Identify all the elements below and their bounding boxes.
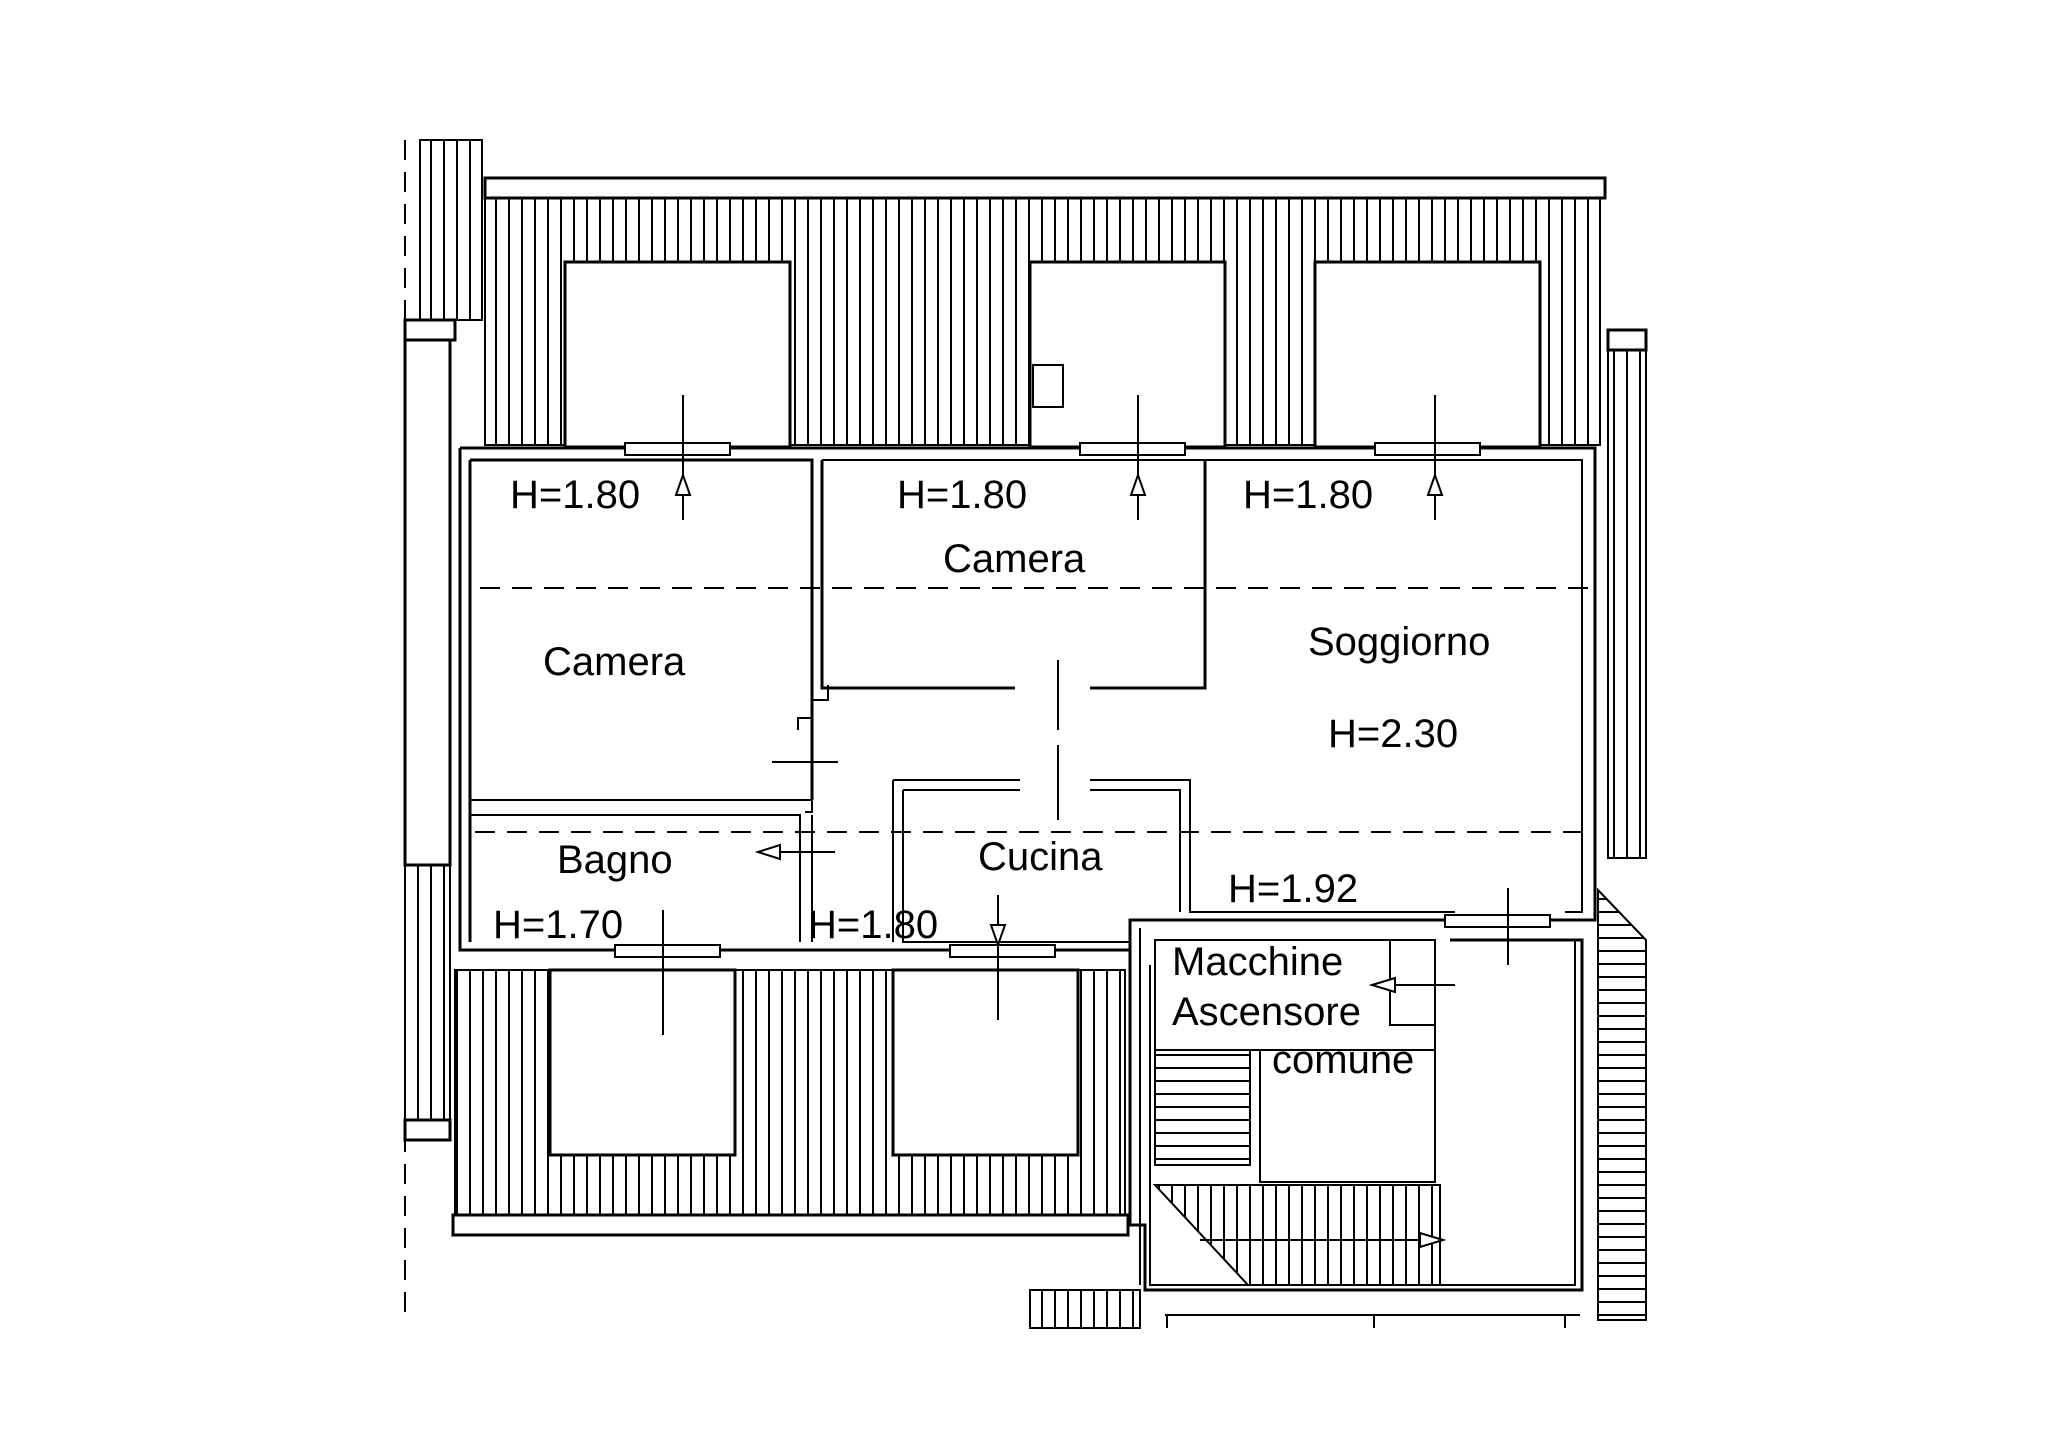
- right-strip: [1597, 328, 1648, 1321]
- height-label-bagno: H=1.70: [493, 903, 623, 947]
- height-label-soggiorno-low: H=1.92: [1228, 867, 1358, 911]
- common-area: [1029, 925, 1584, 1329]
- slope-lines: [475, 587, 1590, 833]
- top-terrace: [483, 176, 1607, 449]
- left-strip: [403, 139, 483, 1320]
- height-label-soggiorno-top: H=1.80: [1243, 473, 1373, 517]
- label-camera-left: Camera: [543, 640, 686, 684]
- label-soggiorno-height: H=2.30: [1328, 712, 1458, 756]
- label-cucina: Cucina: [978, 835, 1103, 879]
- label-soggiorno: Soggiorno: [1308, 620, 1490, 664]
- apartment-walls: [458, 442, 1597, 958]
- label-camera-top: Camera: [943, 537, 1086, 581]
- label-bagno: Bagno: [557, 838, 673, 882]
- height-label-camera-left: H=1.80: [510, 473, 640, 517]
- label-comune: comune: [1272, 1038, 1414, 1082]
- label-macchine: Macchine: [1172, 940, 1343, 984]
- bottom-terrace: [451, 968, 1130, 1237]
- height-label-camera-top: H=1.80: [897, 473, 1027, 517]
- height-label-cucina: H=1.80: [808, 903, 938, 947]
- label-ascensore: Ascensore: [1172, 990, 1361, 1034]
- slope-arrows: [662, 395, 1509, 1249]
